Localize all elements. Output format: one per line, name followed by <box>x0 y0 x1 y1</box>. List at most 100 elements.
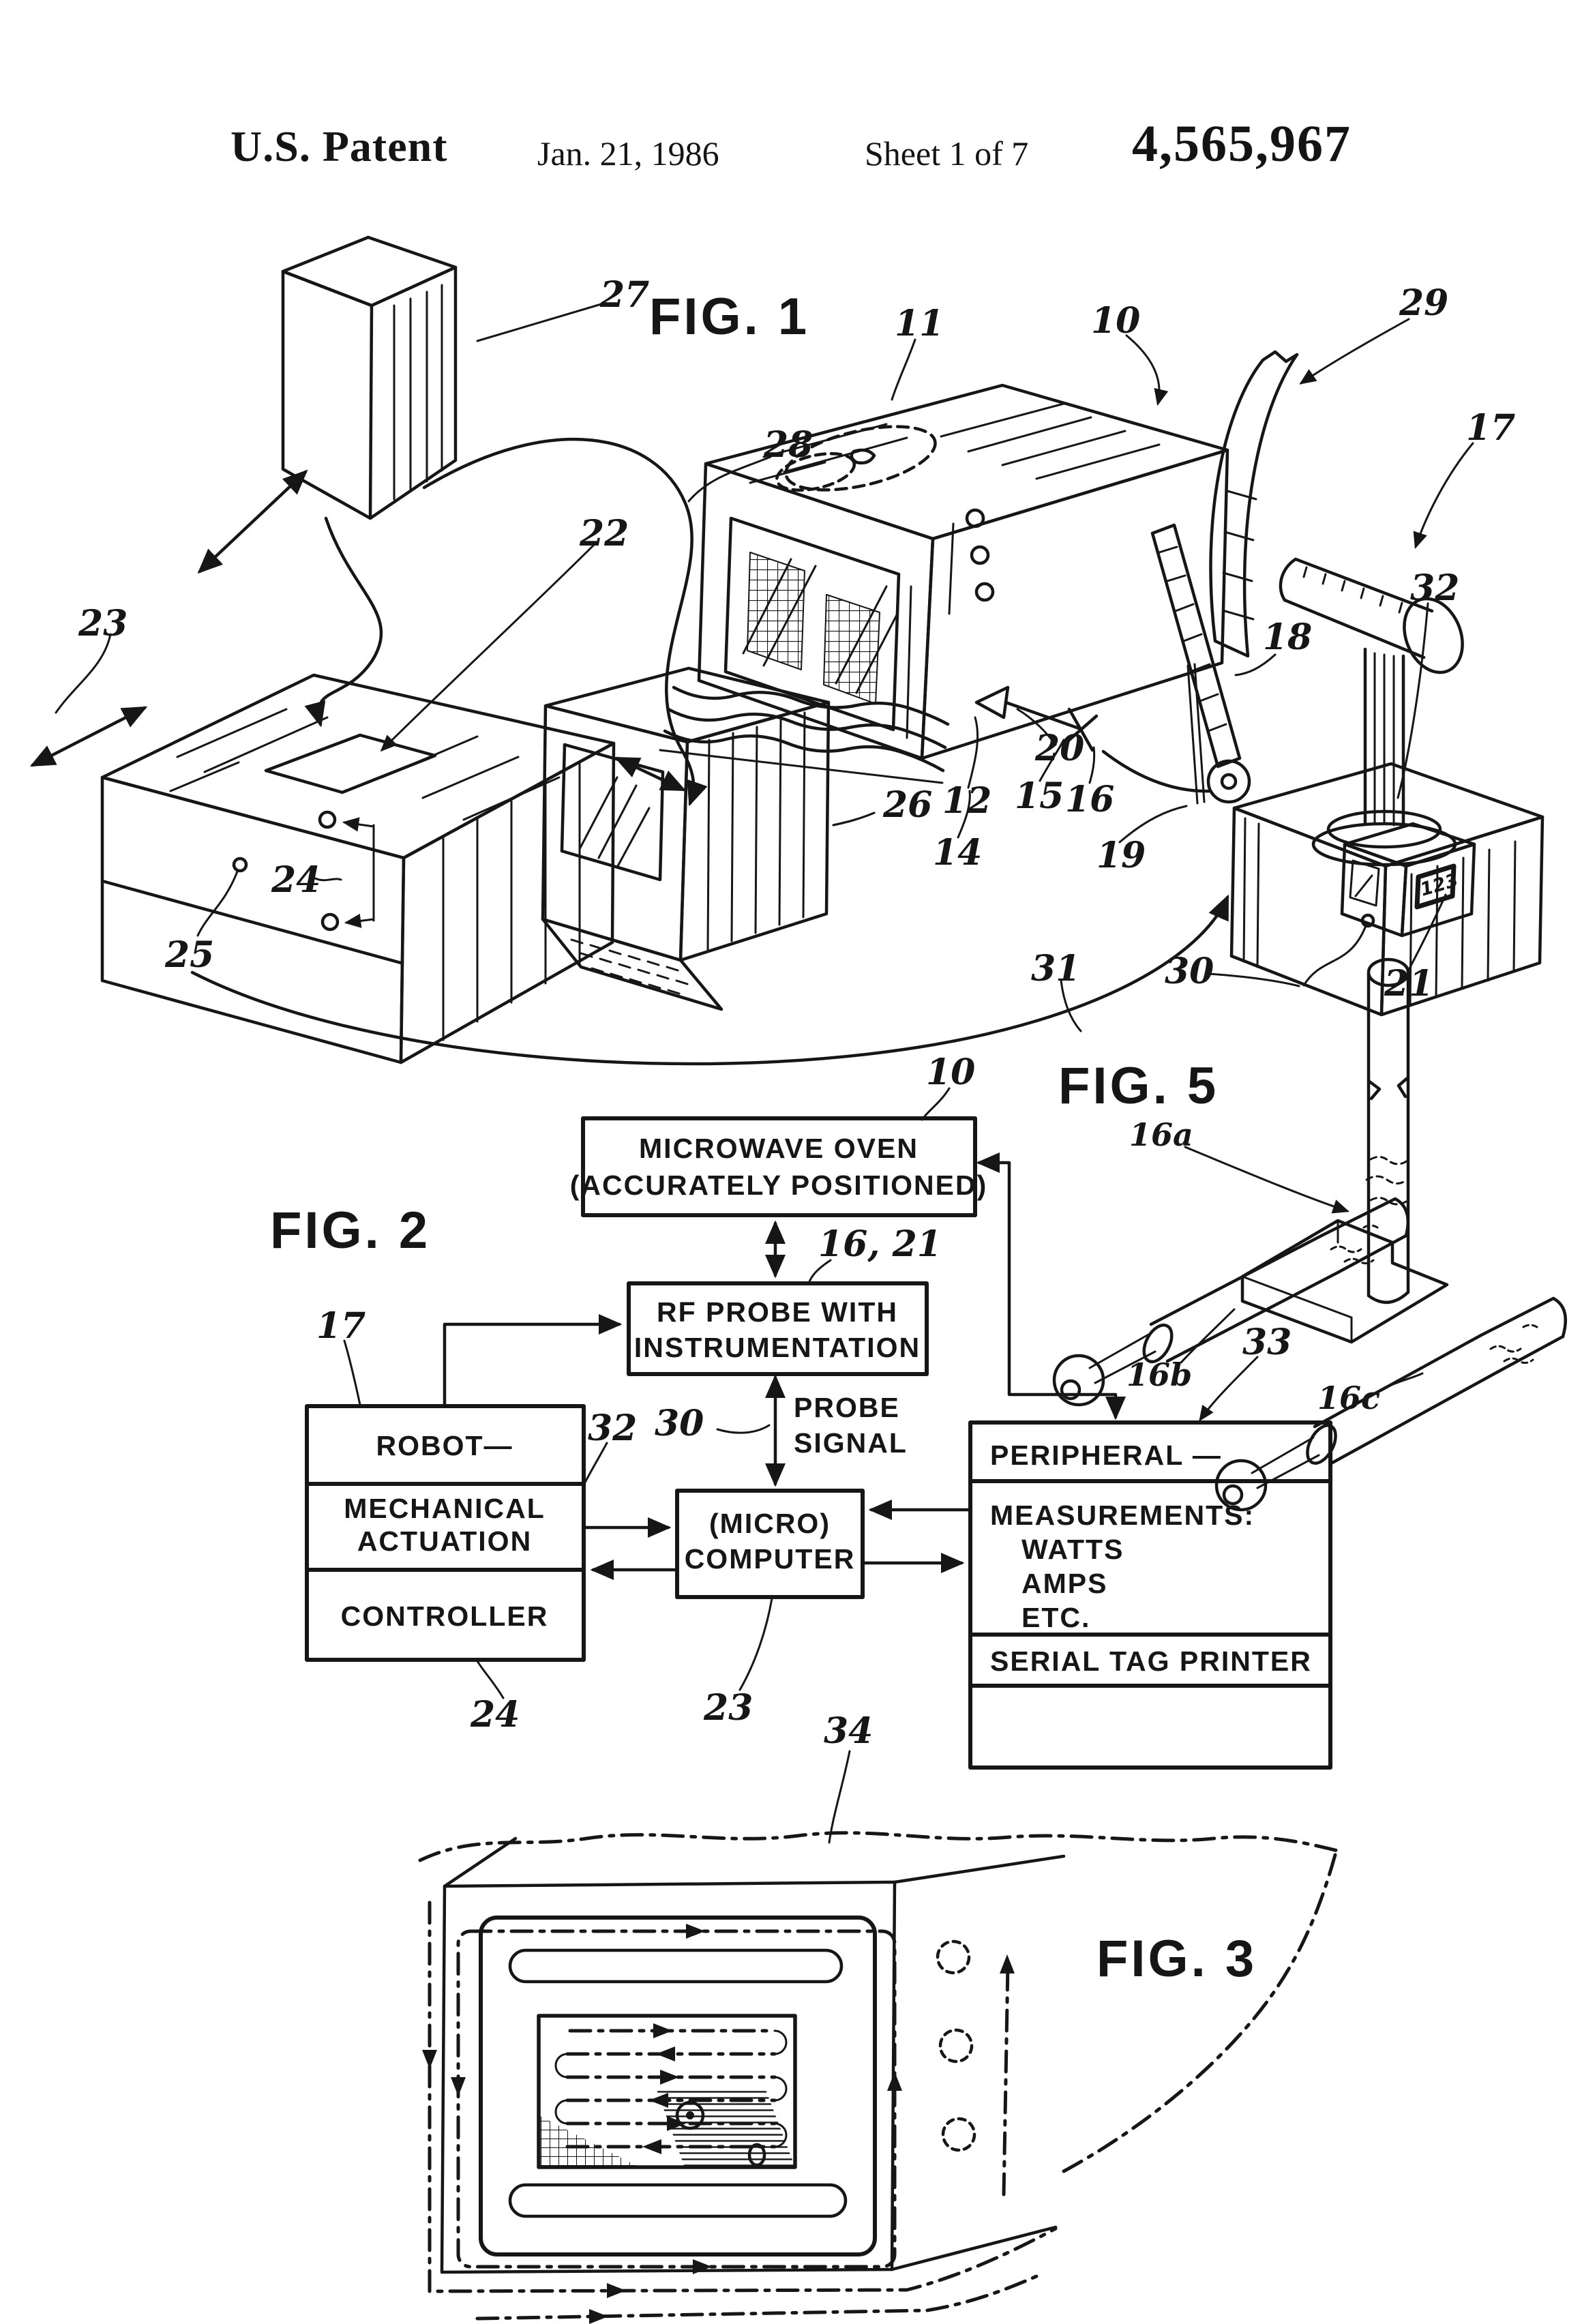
meter-needle <box>1354 874 1373 897</box>
fig2-ref-30: 30 <box>655 1403 704 1444</box>
terminal-screen <box>560 743 665 882</box>
fig2-peripheral-line5: ETC. <box>1021 1602 1090 1633</box>
fig2-oven-line2: (ACCURATELY POSITIONED) <box>570 1170 987 1201</box>
fig1-ref-30: 30 <box>1165 951 1214 992</box>
fig2-probe-signal-line2: SIGNAL <box>794 1427 908 1459</box>
patent-label: U.S. Patent <box>230 122 448 170</box>
fig1-ref-17: 17 <box>1466 407 1515 449</box>
fig1-ref-19: 19 <box>1096 835 1146 876</box>
turntable-cabinet <box>29 633 687 1064</box>
fig2-computer-line2: COMPUTER <box>685 1543 856 1575</box>
fig1-ref-11: 11 <box>895 303 944 344</box>
fig2-robot-line3: ACTUATION <box>357 1525 532 1557</box>
fig1-ref-12: 12 <box>942 780 991 822</box>
fig1-ref-27: 27 <box>599 274 649 316</box>
fig2-rf-line2: INSTRUMENTATION <box>634 1332 921 1363</box>
fig3-knob <box>936 1939 971 1975</box>
pedestal-21 <box>1232 762 1544 868</box>
fig2-computer-box: (MICRO) COMPUTER <box>675 1489 865 1599</box>
patent-date: Jan. 21, 1986 <box>537 134 719 173</box>
fig3-door-bottom-bar <box>508 2183 848 2218</box>
fig2-probe-signal-line1: PROBE <box>794 1392 900 1423</box>
fig5-ref-16a: 16a <box>1129 1116 1193 1153</box>
mat <box>672 685 950 726</box>
robot-to-probe-link <box>443 1314 623 1407</box>
fig2-reference-numerals: 10 16, 21 17 30 32 24 23 33 <box>316 1052 1292 1735</box>
fig1-ref-31: 31 <box>1031 948 1080 989</box>
fig2-peripheral-line4: AMPS <box>1021 1568 1107 1599</box>
fig3-title: FIG. 3 <box>1096 1930 1257 1988</box>
scan-path-loops <box>422 1901 1058 2324</box>
fig2-robot-line2: MECHANICAL <box>344 1493 546 1524</box>
fig3-leader-34 <box>828 1750 851 1844</box>
fig2-robot-box: ROBOT— MECHANICAL ACTUATION CONTROLLER <box>305 1404 586 1662</box>
figure-3-drawing: FIG. 3 <box>418 1710 1340 2324</box>
fig5-leader-lines <box>1180 1146 1424 1401</box>
fig1-title: FIG. 1 <box>649 288 809 346</box>
fig5-ref-16b: 16b <box>1126 1356 1192 1393</box>
oven-knob <box>974 582 995 602</box>
fig2-ref-24: 24 <box>470 1694 520 1735</box>
fig1-ref-32: 32 <box>1410 567 1459 609</box>
pallet-plate-22 <box>264 733 437 794</box>
fig1-ref-18: 18 <box>1263 616 1312 658</box>
fig2-peripheral-box: PERIPHERAL — MEASUREMENTS: WATTS AMPS ET… <box>968 1420 1332 1770</box>
sheet-number: Sheet 1 of 7 <box>865 134 1029 173</box>
fig2-rf-line1: RF PROBE WITH <box>657 1296 898 1328</box>
rf-probe-tool <box>974 663 1206 805</box>
fig5-reference-numerals: 16a 16b 16c <box>1126 1116 1380 1416</box>
enclosure-outline <box>418 1831 1340 2173</box>
oven-knob <box>970 545 990 565</box>
microwave-oven <box>659 383 1229 784</box>
wrist-cylinder-17 <box>1283 557 1434 659</box>
peripheral-to-oven-link <box>976 1152 1126 1420</box>
fig1-ref-10: 10 <box>1091 300 1140 342</box>
fig3-ref-34: 34 <box>824 1710 873 1752</box>
fig2-leader-lines <box>343 1087 1259 1699</box>
fig2-peripheral-line1: PERIPHERAL — <box>990 1440 1222 1471</box>
terminal-keyboard <box>541 917 723 1011</box>
figure-5-drawing: FIG. 5 <box>1052 957 1568 1512</box>
fig2-peripheral-line6: SERIAL TAG PRINTER <box>990 1645 1312 1677</box>
robot-post <box>1363 647 1405 829</box>
fig2-computer-line1: (MICRO) <box>709 1508 831 1539</box>
fig1-leader-lines <box>380 302 1474 1032</box>
fig3-door-handle <box>508 1948 844 1984</box>
fig2-ref-32: 32 <box>588 1407 637 1449</box>
fig5-title: FIG. 5 <box>1058 1057 1219 1115</box>
robot-arm-assembly <box>1101 350 1544 1017</box>
fig1-ref-14: 14 <box>933 832 982 874</box>
fig1-ref-26: 26 <box>882 784 932 826</box>
computer-terminal <box>541 666 876 1011</box>
fig2-rf-probe-box: RF PROBE WITH INSTRUMENTATION <box>627 1281 929 1376</box>
fig3-knob <box>941 2117 976 2152</box>
fig1-ref-15: 15 <box>1015 775 1064 817</box>
shield-29 <box>1209 350 1299 658</box>
fig1-ref-20: 20 <box>1034 728 1084 769</box>
arm-18 <box>1150 523 1242 769</box>
fig1-ref-25: 25 <box>164 934 214 976</box>
fig3-door <box>479 1916 877 2256</box>
fig2-peripheral-line3: WATTS <box>1021 1534 1124 1565</box>
cable-31 <box>190 894 1229 1066</box>
scan-path-serpentine <box>554 2023 788 2154</box>
fig1-ref-16: 16 <box>1065 779 1114 820</box>
fig2-connectors <box>443 1152 1126 1580</box>
fig3-oven-body <box>440 1854 1066 2274</box>
fig5-ref-16c: 16c <box>1317 1380 1380 1416</box>
digital-display <box>1414 863 1457 910</box>
fig2-ref-33: 33 <box>1242 1322 1292 1363</box>
fig2-ref-17: 17 <box>316 1305 365 1347</box>
fig1-reference-numerals: 27 28 22 23 11 10 29 17 18 32 20 15 16 1… <box>78 274 1515 1004</box>
fig1-ref-29: 29 <box>1399 282 1448 324</box>
fig2-ref-10: 10 <box>926 1052 975 1093</box>
fig2-ref-23: 23 <box>703 1687 753 1729</box>
fig1-ref-28: 28 <box>763 424 813 466</box>
fig1-ref-23: 23 <box>78 603 128 644</box>
fig3-door-window <box>537 2014 797 2169</box>
fig2-robot-line1: ROBOT— <box>376 1430 513 1461</box>
fig2-peripheral-line2: MEASUREMENTS: <box>990 1500 1255 1531</box>
fig1-ref-22: 22 <box>579 513 629 554</box>
fig2-title: FIG. 2 <box>270 1202 430 1260</box>
instrument-box-30: 123 <box>1302 822 1476 987</box>
